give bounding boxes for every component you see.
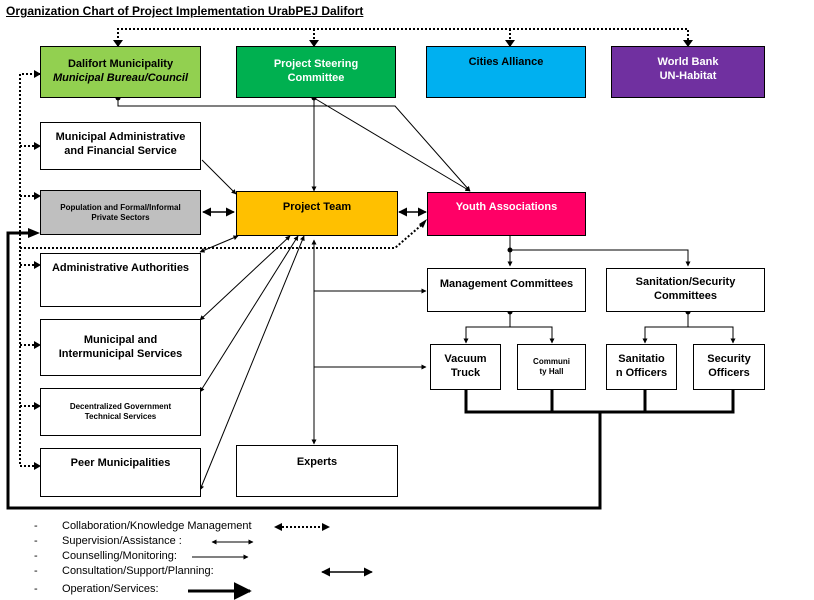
box-cities-alliance: Cities Alliance [426, 46, 586, 98]
box-management-committees: Management Committees [427, 268, 586, 312]
box-label-line: Communi [533, 357, 570, 366]
box-world-bank: World Bank UN-Habitat [611, 46, 765, 98]
legend-label: Supervision/Assistance : [62, 535, 182, 547]
box-sanitation-officers: Sanitatio n Officers [606, 344, 677, 390]
box-label-line: Project Steering [273, 58, 359, 71]
collaboration-top-connector [117, 28, 689, 46]
chart-title: Organization Chart of Project Implementa… [6, 4, 364, 18]
box-security-officers: Security Officers [693, 344, 765, 390]
box-label-line: Dalifort Municipality [67, 58, 174, 71]
box-vacuum-truck: Vacuum Truck [430, 344, 501, 390]
box-label-line: Peer Municipalities [70, 457, 171, 469]
box-sanitation-security-committees: Sanitation/Security Committees [606, 268, 765, 312]
box-label-line: Truck [450, 367, 481, 379]
legend-item-operation: - Operation/Services: [34, 583, 159, 595]
operation-services-connector [6, 231, 735, 510]
box-label-line: Administrative Authorities [51, 262, 190, 274]
legend-item-counselling: - Counselling/Monitoring: [34, 550, 177, 562]
box-label-line: Municipal Bureau/Council [52, 72, 189, 84]
box-label-line: Committee [287, 72, 345, 84]
legend-item-collaboration: - Collaboration/Knowledge Management [34, 520, 252, 532]
box-label-line: Municipal and [83, 333, 158, 346]
legend-bullet: - [34, 583, 38, 595]
team-experts-connectors [311, 239, 427, 445]
box-label-line: Project Team [282, 201, 352, 213]
box-label-line: Decentralized Government [69, 402, 172, 411]
collaboration-top-arrowheads [113, 40, 693, 47]
legend-item-supervision: - Supervision/Assistance : [34, 535, 182, 547]
box-label-line: Population and Formal/Informal [60, 202, 181, 212]
box-label-line: Officers [708, 367, 750, 379]
box-label-line: Management Committees [439, 278, 574, 290]
box-label-line: Youth Associations [455, 201, 558, 213]
box-label-line: Sanitation/Security [635, 276, 736, 289]
box-label-line: World Bank [657, 56, 719, 68]
box-population-private-sectors: Population and Formal/Informal Private S… [40, 190, 201, 235]
box-municipal-intermunicipal: Municipal and Intermunicipal Services [40, 319, 201, 376]
box-label-line: UN-Habitat [659, 69, 717, 82]
box-label-line: Technical Services [84, 412, 157, 421]
box-label-line: Sanitatio [618, 353, 665, 366]
box-municipal-admin-financial: Municipal Administrative and Financial S… [40, 122, 201, 170]
box-label-line: Vacuum [444, 353, 487, 366]
box-label-line: Intermunicipal Services [58, 347, 183, 360]
supervision-fan-connectors [199, 235, 305, 491]
box-label-line: ty Hall [539, 367, 564, 376]
legend-bullet: - [34, 520, 38, 532]
box-youth-associations: Youth Associations [427, 192, 586, 236]
box-experts: Experts [236, 445, 398, 497]
box-label-line: Private Sectors [91, 212, 150, 222]
box-label-line: Municipal Administrative [55, 131, 186, 143]
box-label-line: and Financial Service [64, 144, 177, 157]
box-label-line: n Officers [615, 367, 668, 379]
box-peer-municipalities: Peer Municipalities [40, 448, 201, 497]
legend-bullet: - [34, 550, 38, 562]
box-project-steering-committee: Project Steering Committee [236, 46, 396, 98]
box-community-hall: Communi ty Hall [517, 344, 586, 390]
legend-bullet: - [34, 535, 38, 547]
box-decentralized-government: Decentralized Government Technical Servi… [40, 388, 201, 436]
box-label-line: Experts [296, 456, 338, 468]
box-administrative-authorities: Administrative Authorities [40, 253, 201, 307]
legend-label: Collaboration/Knowledge Management [62, 520, 252, 532]
youth-committee-connectors [463, 236, 736, 344]
legend-item-consultation: - Consultation/Support/Planning: [34, 565, 214, 577]
legend-bullet: - [34, 565, 38, 577]
counselling-connectors [117, 97, 471, 195]
legend-label: Consultation/Support/Planning: [62, 565, 214, 577]
box-label-line: Cities Alliance [468, 56, 544, 68]
legend-label: Counselling/Monitoring: [62, 550, 177, 562]
legend-label: Operation/Services: [62, 583, 159, 595]
box-project-team: Project Team [236, 191, 398, 236]
collaboration-youth-connector [20, 221, 426, 249]
collaboration-left-arrowheads [34, 70, 41, 470]
box-label-line: Committees [654, 290, 717, 302]
box-dalifort-municipality: Dalifort Municipality Municipal Bureau/C… [40, 46, 201, 98]
box-label-line: Security [707, 353, 751, 366]
